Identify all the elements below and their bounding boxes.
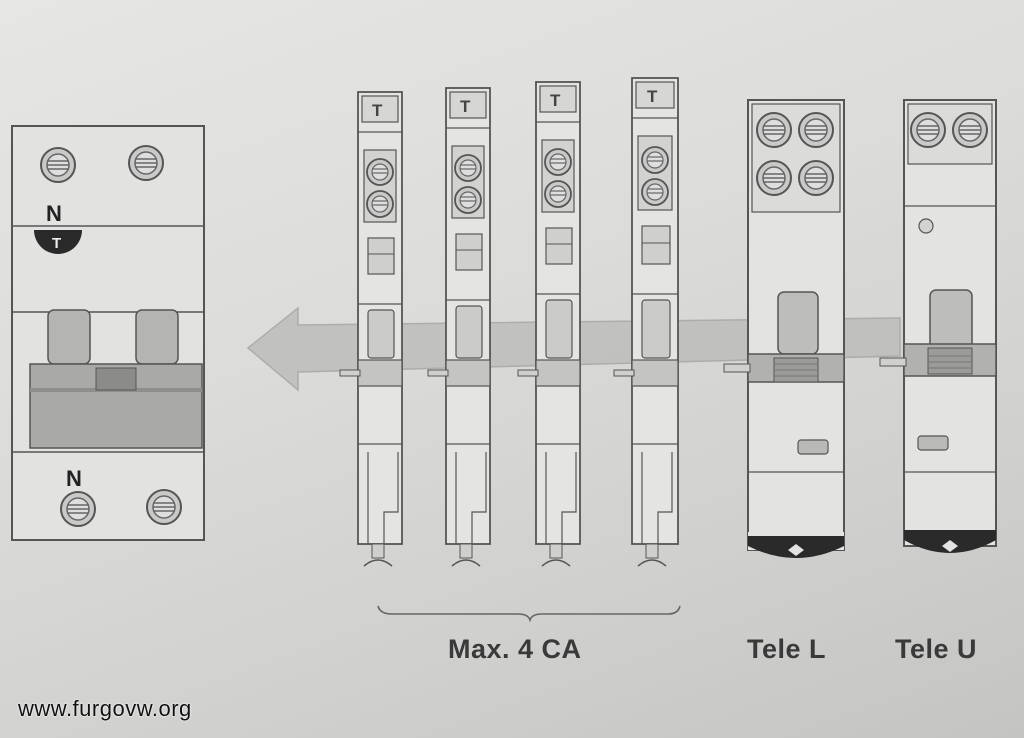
aux-module-4: T — [613, 77, 679, 567]
main-breaker: N T N — [11, 125, 205, 541]
aux-module-3: T — [517, 81, 581, 567]
tele-l-label: Tele L — [747, 634, 827, 664]
screw-terminal-icon — [128, 145, 164, 181]
tele-u-label: Tele U — [895, 634, 978, 664]
screw-terminal-icon — [366, 190, 394, 218]
aux-module-glyph: T — [372, 101, 383, 120]
toggle-lever-left[interactable] — [47, 309, 91, 365]
screw-terminal-icon — [798, 112, 834, 148]
screw-terminal-icon — [544, 180, 572, 208]
screw-terminal-icon — [756, 112, 792, 148]
screw-terminal-icon — [146, 489, 182, 525]
neutral-top-label: N — [46, 201, 62, 226]
toggle-lever-right[interactable] — [135, 309, 179, 365]
screw-terminal-icon — [756, 160, 792, 196]
screw-terminal-icon — [544, 148, 572, 176]
screw-terminal-icon — [454, 186, 482, 214]
max-ca-label: Max. 4 CA — [448, 634, 582, 664]
aux-module-glyph: T — [460, 97, 471, 116]
aux-module-2: T — [427, 87, 491, 567]
tele-l-module — [723, 99, 845, 558]
screw-terminal-icon — [798, 160, 834, 196]
aux-module-glyph: T — [647, 87, 658, 106]
watermark: www.furgovw.org — [18, 696, 192, 721]
screw-terminal-icon — [641, 146, 669, 174]
tele-u-module — [879, 99, 997, 553]
screw-terminal-icon — [40, 147, 76, 183]
group-bracket — [377, 605, 681, 623]
screw-terminal-icon — [952, 112, 988, 148]
neutral-bottom-label: N — [66, 466, 82, 491]
test-button-label: T — [52, 235, 61, 252]
test-button-icon[interactable]: T — [34, 230, 82, 254]
screw-terminal-icon — [454, 154, 482, 182]
screw-terminal-icon — [910, 112, 946, 148]
aux-module-glyph: T — [550, 91, 561, 110]
screw-terminal-icon — [366, 158, 394, 186]
aux-module-1: T — [339, 91, 403, 567]
screw-terminal-icon — [641, 178, 669, 206]
screw-terminal-icon — [60, 491, 96, 527]
